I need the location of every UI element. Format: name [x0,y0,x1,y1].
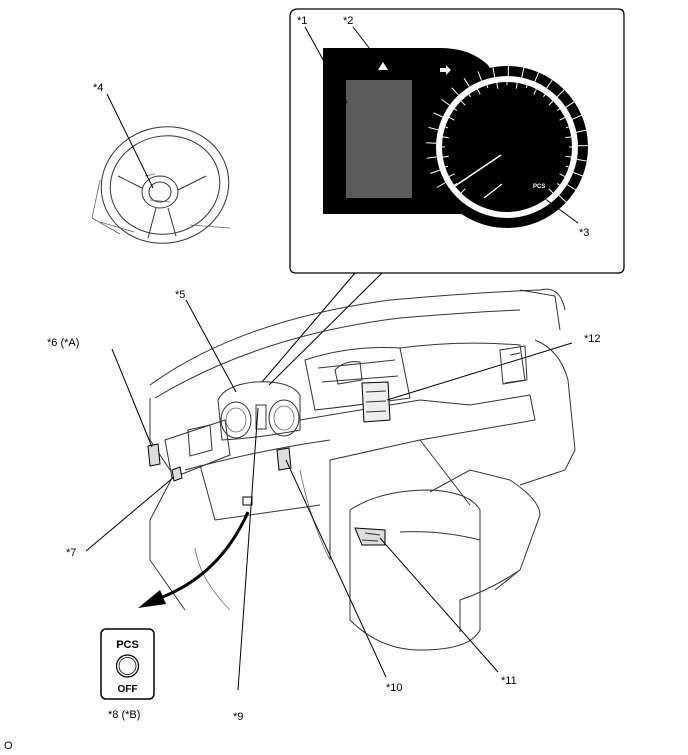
pcs-off-switch-panel: PCS OFF [100,628,155,700]
gauge-outer-segment [576,158,587,162]
gauge-tick [565,165,569,168]
gauge-pointer-secondary [483,183,503,199]
gauge-tick [543,94,546,98]
gauge-tick [460,100,466,106]
gauge-outer-segment [477,71,483,81]
callout-1: *1 [297,15,307,27]
zoom-leader-left [261,272,356,383]
speedometer-gauge: PCS [426,66,588,228]
gauge-tick [525,85,528,89]
component-10-module [276,447,292,471]
gauge-tick [548,188,554,194]
gauge-tick [445,126,449,129]
zoom-leader-right [268,272,383,386]
gauge-tick [454,108,458,111]
callout-labels: *1 *2 *3 *4 *5 *6 (*A) *7 *8 (*B) *9 *10… [4,15,601,752]
gauge-tick [565,126,569,129]
gauge-tick [460,188,466,194]
gauge-tick [548,100,554,106]
gauge-outer-segment [492,67,496,78]
gauge-tick [442,136,449,139]
component-8-pcs-off-switch [242,496,253,506]
gauge-tick [468,94,471,98]
component-6-module [147,443,161,467]
callout-5: *5 [175,289,185,301]
dashboard-illustration [149,288,576,651]
gauge-outer-segment [558,195,567,203]
gauge-tick [445,165,449,168]
gauge-tick-marks [426,66,588,203]
pcs-off-switch-button [115,654,140,678]
combination-meter [217,381,301,441]
gauge-outer-segment [521,67,525,78]
gauge-outer-segment [573,171,583,177]
gauge-tick [442,155,449,158]
gauge-outer-segment [534,72,540,82]
gauge-tick [565,136,572,139]
callout-3: *3 [579,227,589,239]
gauge-tick [448,117,455,121]
gauge-tick [448,173,455,177]
gauge-outer-segment [572,114,582,120]
gauge-tick [559,117,566,121]
gauge-outer-segment [426,142,437,144]
pcs-off-switch-bottom-label: OFF [118,684,138,695]
multi-information-display [346,80,412,198]
gauge-outer-segment [428,126,439,131]
component-12-ecu [361,381,391,423]
callout-9: *9 [233,711,243,723]
detail-arrow [138,511,250,608]
gauge-outer-segment [451,87,459,96]
gauge-outer-segment [576,129,587,133]
gauge-outer-segment [426,156,437,159]
gauge-outer-segment [546,79,553,89]
callout-8: *8 (*B) [108,709,140,721]
gauge-tick [565,155,572,158]
gauge-outer-segment [430,169,441,174]
pcs-off-switch-top-label: PCS [116,639,139,651]
warning-indicator-icon [378,62,388,70]
gauge-tick [496,82,499,89]
leader-lines [85,26,579,691]
pcs-indicator-text: PCS [533,184,545,190]
gauge-outer-segment [436,182,446,188]
component-11-sensor [354,527,386,546]
steering-wheel-illustration [91,126,231,244]
gauge-outer-segment [556,89,565,98]
gauge-tick [477,88,481,95]
component-7-switch [171,466,183,482]
gauge-tick [559,173,566,177]
callout-6: *6 (*A) [47,337,79,349]
callout-12: *12 [584,333,601,345]
callout-11: *11 [501,675,517,687]
gauge-tick [556,183,560,186]
gauge-tick [556,108,560,111]
figure-code: O [4,740,13,752]
gauge-outer-segment [433,112,443,118]
callout-2: *2 [343,15,353,27]
gauge-outer-segment [565,101,575,108]
gauge-tick [454,183,458,186]
callout-7: *7 [66,547,76,559]
gauge-outer-segment [566,184,576,191]
gauge-tick [486,85,489,89]
gauge-tick [533,88,537,95]
turn-arrow-icon [440,65,451,75]
callout-4: *4 [93,82,103,94]
callout-10: *10 [386,682,403,694]
gauge-tick [515,82,518,89]
gauge-outer-segment [463,78,470,88]
gauge-outer-segment [441,98,450,106]
gauge-needle [454,154,502,187]
